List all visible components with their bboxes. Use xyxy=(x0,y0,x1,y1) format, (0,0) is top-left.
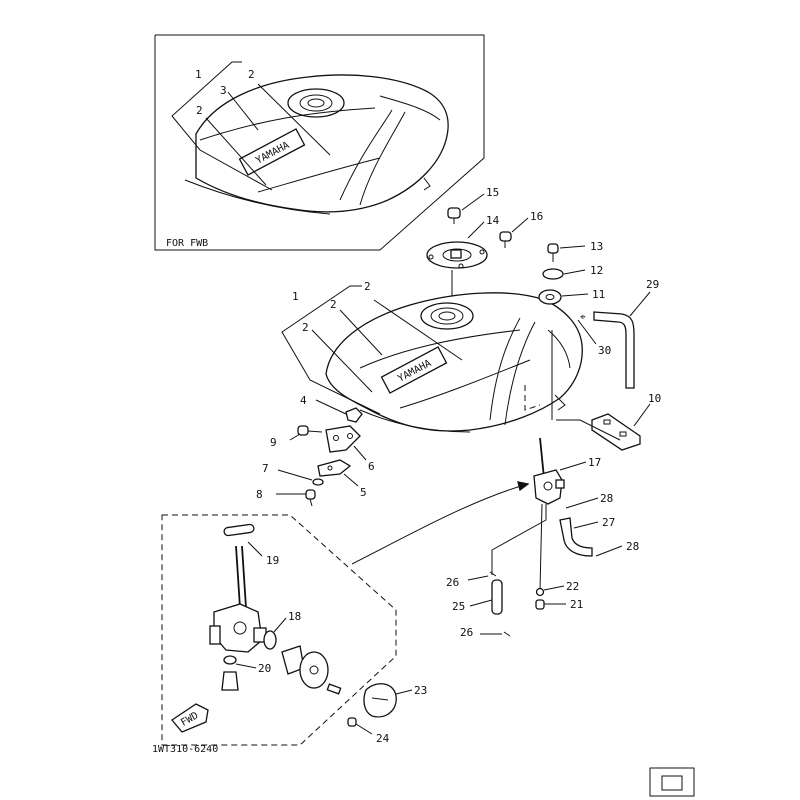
callout-10: 10 xyxy=(648,392,661,405)
o-ring-18 xyxy=(263,630,277,650)
front-arrow: FWD xyxy=(171,703,209,733)
callout-13: 13 xyxy=(590,240,603,253)
inset-filler-neck xyxy=(287,88,345,118)
callout-6: 6 xyxy=(368,460,375,473)
figure-code: 1WT310-6240 xyxy=(152,744,218,755)
lever-plate xyxy=(299,651,329,689)
callout-4: 4 xyxy=(300,394,307,407)
callout-28: 28 xyxy=(626,540,639,553)
cap-bolt xyxy=(447,207,461,219)
inset-callout-3: 3 xyxy=(220,84,227,97)
filler-opening xyxy=(420,302,474,330)
callout-2: 2 xyxy=(330,298,337,311)
tank-callout-leaders: 1 2 2 2 xyxy=(281,280,463,415)
callout-8: 8 xyxy=(256,488,263,501)
bracket-6 xyxy=(325,425,361,453)
callout-27: 27 xyxy=(602,516,615,529)
fuel-cock-assembly: 17 27 28 28 22 21 26 25 26 xyxy=(351,437,639,639)
plate-5 xyxy=(317,459,352,477)
damper-4 xyxy=(345,407,363,423)
callout-16: 16 xyxy=(530,210,543,223)
callout-1: 1 xyxy=(292,290,299,303)
lever-23 xyxy=(363,683,397,718)
damper-11 xyxy=(538,289,562,305)
inset-panel: YAMAHA 1 2 3 2 FOR FWB xyxy=(154,34,485,251)
callout-23: 23 xyxy=(414,684,427,697)
callout-25: 25 xyxy=(452,600,465,613)
callout-26: 26 xyxy=(460,626,473,639)
callout-20: 20 xyxy=(258,662,271,675)
mount-hardware: 4 6 9 5 7 8 xyxy=(256,394,375,507)
o-ring-20 xyxy=(223,655,237,665)
collar-12 xyxy=(542,268,564,280)
callout-29: 29 xyxy=(646,278,659,291)
cap-screw xyxy=(499,231,512,242)
gasket-19 xyxy=(223,523,255,537)
callout-19: 19 xyxy=(266,554,279,567)
callout-30: 30 xyxy=(598,344,611,357)
callout-5: 5 xyxy=(360,486,367,499)
inset-callout-2: 2 xyxy=(248,68,255,81)
callout-18: 18 xyxy=(288,610,301,623)
breather-hose-29 xyxy=(593,311,635,389)
bolt-13 xyxy=(547,243,559,254)
bracket-10 xyxy=(591,413,641,451)
bolt-9 xyxy=(297,425,309,436)
screw-22 xyxy=(535,587,545,597)
washer-7 xyxy=(312,478,324,486)
callout-28: 28 xyxy=(600,492,613,505)
callout-11: 11 xyxy=(592,288,605,301)
callout-9: 9 xyxy=(270,436,277,449)
callout-2: 2 xyxy=(364,280,371,293)
callout-12: 12 xyxy=(590,264,603,277)
callout-24: 24 xyxy=(376,732,390,745)
inset-caption: FOR FWB xyxy=(166,238,208,249)
callout-7: 7 xyxy=(262,462,269,475)
fuel-cock-detail-view: 19 18 20 FWD 1WT310-6240 xyxy=(152,514,397,755)
callout-21: 21 xyxy=(570,598,583,611)
callout-22: 22 xyxy=(566,580,579,593)
corner-mark xyxy=(649,767,695,797)
callout-15: 15 xyxy=(486,186,499,199)
callout-26: 26 xyxy=(446,576,459,589)
callout-17: 17 xyxy=(588,456,601,469)
fuel-hose-27 xyxy=(559,517,593,557)
main-fuel-tank: YAMAHA xyxy=(325,292,583,433)
lever-23-group: 23 24 xyxy=(347,683,427,745)
bolt-8 xyxy=(305,489,316,500)
inset-callout-1: 1 xyxy=(195,68,202,81)
rear-mount-parts: 13 12 11 29 ⌖ 30 10 xyxy=(538,240,661,451)
inset-callout-2: 2 xyxy=(196,104,203,117)
hose-25 xyxy=(491,579,503,615)
filler-cap-assembly: 15 14 16 xyxy=(426,186,543,296)
screw-21 xyxy=(535,599,545,610)
screw-24 xyxy=(347,717,357,727)
clip-30: ⌖ xyxy=(580,312,586,323)
fuel-cock-17 xyxy=(533,469,563,505)
callout-14: 14 xyxy=(486,214,500,227)
drain-plug xyxy=(221,671,239,691)
callout-2: 2 xyxy=(302,321,309,334)
